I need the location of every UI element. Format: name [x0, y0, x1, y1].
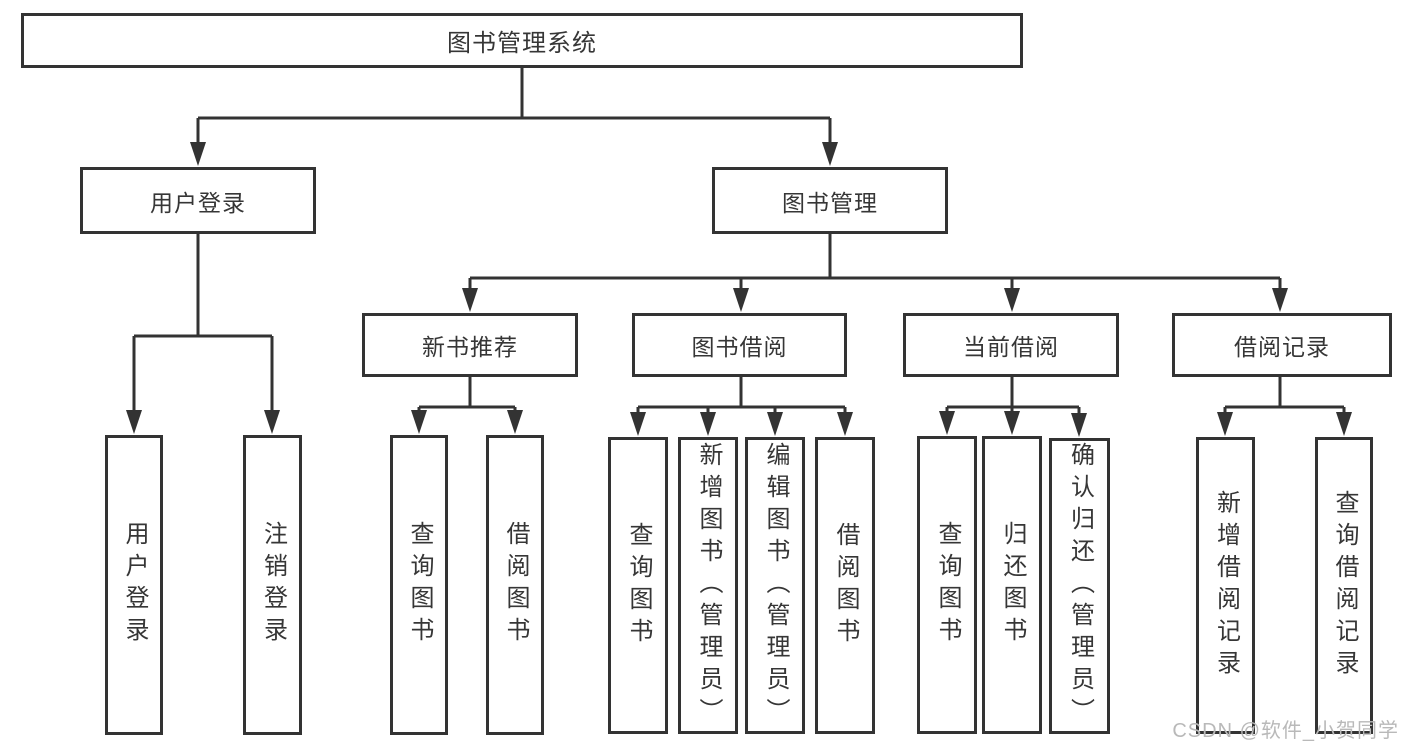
leaf-br-add-record: 新增借阅记录: [1196, 437, 1255, 734]
leaf-cb-return-books: 归还图书: [982, 436, 1042, 734]
arrow-cb-confirm: [1071, 413, 1087, 437]
leaf-nb-query-books: 查询图书: [390, 435, 448, 735]
arrow-nb-borrow: [507, 410, 523, 434]
leaf-nb-borrow-books: 借阅图书: [486, 435, 544, 735]
arrow-br-query: [1336, 412, 1352, 436]
connector-current-borrowing-branch: [945, 377, 1081, 413]
arrow-nb-query: [411, 410, 427, 434]
leaf-user-login: 用户登录: [105, 435, 163, 735]
arrow-user-login: [190, 142, 206, 166]
leaf-bb-edit-books-admin: 编辑图书（管理员）: [745, 437, 805, 734]
arrow-book-management: [822, 142, 838, 166]
node-new-book-recommend: 新书推荐: [362, 313, 578, 377]
arrow-bb-edit: [767, 412, 783, 436]
leaf-logout: 注销登录: [243, 435, 302, 735]
leaf-cb-query-books: 查询图书: [917, 436, 977, 734]
connector-root-to-level2: [196, 66, 832, 144]
node-book-management: 图书管理: [712, 167, 948, 234]
arrow-book-borrowing: [733, 288, 749, 312]
node-book-borrowing: 图书借阅: [632, 313, 847, 377]
connector-book-borrowing-branch: [636, 377, 847, 413]
leaf-bb-borrow-books: 借阅图书: [815, 437, 875, 734]
arrow-leaf-user-login: [126, 410, 142, 434]
connector-borrowing-records-branch: [1223, 377, 1346, 413]
csdn-watermark: CSDN @软件_小贺同学: [1172, 720, 1399, 742]
leaf-cb-confirm-return-admin: 确认归还（管理员）: [1049, 438, 1110, 734]
arrow-bb-query: [630, 412, 646, 436]
node-library-management-system: 图书管理系统: [21, 13, 1023, 68]
arrow-bb-borrow: [837, 412, 853, 436]
arrow-current-borrowing: [1004, 288, 1020, 312]
arrow-borrowing-records: [1272, 288, 1288, 312]
node-current-borrowing: 当前借阅: [903, 313, 1119, 377]
connector-book-management-branch: [468, 234, 1282, 290]
arrow-bb-add: [700, 412, 716, 436]
node-user-login: 用户登录: [80, 167, 316, 234]
leaf-bb-query-books: 查询图书: [608, 437, 668, 734]
node-borrowing-records: 借阅记录: [1172, 313, 1392, 377]
connector-user-login-branch: [132, 234, 274, 412]
arrow-leaf-logout: [264, 410, 280, 434]
connector-new-book-branch: [417, 377, 517, 412]
leaf-bb-add-books-admin: 新增图书（管理员）: [678, 437, 738, 734]
arrow-new-book-recommend: [462, 288, 478, 312]
leaf-br-query-record: 查询借阅记录: [1315, 437, 1373, 734]
arrow-br-add: [1217, 412, 1233, 436]
arrow-cb-return: [1004, 411, 1020, 435]
arrow-cb-query: [939, 411, 955, 435]
